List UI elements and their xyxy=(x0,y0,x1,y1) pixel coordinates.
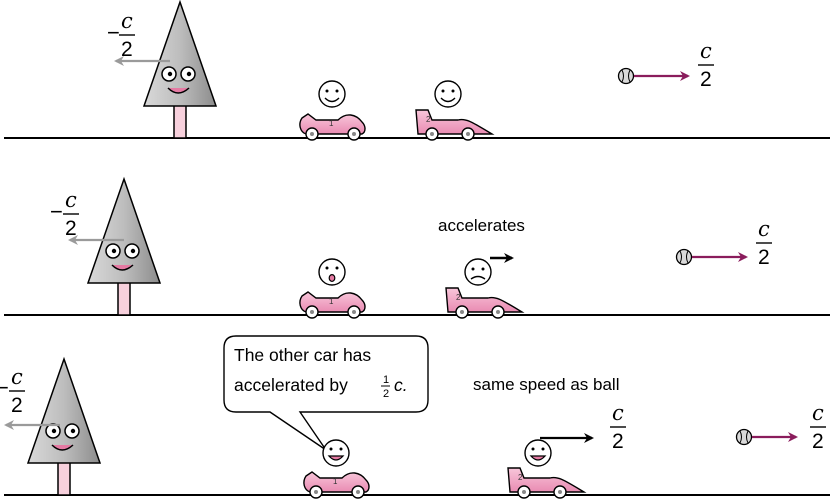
car-1: 1 xyxy=(300,259,365,318)
car-number: 1 xyxy=(329,119,334,128)
driver-head-surprised xyxy=(319,259,345,285)
tree-velocity-label: − c 2 xyxy=(107,9,135,61)
car-2: 2 xyxy=(508,440,584,498)
fraction-denominator: 2 xyxy=(121,38,133,61)
car-number: 1 xyxy=(333,477,338,486)
baseball xyxy=(737,430,752,445)
car-1: 1 xyxy=(300,81,365,140)
fraction-numerator: c xyxy=(11,365,23,389)
bubble-line-2: accelerated by xyxy=(234,375,348,395)
minus-sign: − xyxy=(107,20,120,45)
fraction-numerator: c xyxy=(758,217,770,241)
driver-head xyxy=(435,81,461,107)
panel-3: − c 2 The other car has accelerated by 1… xyxy=(0,336,830,498)
baseball xyxy=(619,69,634,84)
fraction-numerator: c xyxy=(612,401,624,425)
fraction-numerator: c xyxy=(812,401,824,425)
ball-velocity-label: c 2 xyxy=(810,401,826,453)
driver-head-happy xyxy=(323,440,349,466)
fraction-denominator: 2 xyxy=(700,68,712,91)
car-number: 2 xyxy=(456,293,461,302)
car-2: 2 xyxy=(416,81,492,140)
minus-sign: − xyxy=(50,199,63,224)
fraction-denominator: 2 xyxy=(758,246,770,269)
car-2: 2 xyxy=(446,259,522,318)
fraction-numerator: c xyxy=(700,39,712,63)
same-speed-label: same speed as ball xyxy=(473,375,619,394)
fraction-denominator: 2 xyxy=(11,394,23,417)
tree xyxy=(144,2,216,138)
bubble-fraction-numerator: 1 xyxy=(383,374,389,386)
ball-velocity-label: c 2 xyxy=(698,39,714,91)
tree xyxy=(28,359,100,495)
panel-1: − c 2 1 2 xyxy=(4,2,830,140)
fraction-denominator: 2 xyxy=(612,430,624,453)
tree xyxy=(88,179,160,315)
car-number: 2 xyxy=(518,473,523,482)
bubble-line-2-prefix: accelerated by xyxy=(234,375,348,395)
driver-head-happy xyxy=(525,440,551,466)
bubble-line-2-suffix: c. xyxy=(394,375,408,395)
tree-velocity-label: − c 2 xyxy=(50,188,79,240)
fraction-denominator: 2 xyxy=(812,430,824,453)
panel-2: − c 2 1 accelerates 2 xyxy=(4,179,830,318)
minus-sign: − xyxy=(0,375,9,400)
fraction-numerator: c xyxy=(121,9,133,33)
ball-velocity-label: c 2 xyxy=(756,217,772,269)
bubble-line-1: The other car has xyxy=(234,345,371,365)
driver-head xyxy=(319,81,345,107)
driver-head-strained xyxy=(465,259,491,285)
fraction-numerator: c xyxy=(65,188,77,212)
tree-velocity-label: − c 2 xyxy=(0,365,25,417)
car-2-velocity-label: c 2 xyxy=(610,401,626,453)
car-1: 1 xyxy=(304,440,369,498)
accelerates-label: accelerates xyxy=(438,216,525,235)
car-number: 1 xyxy=(329,297,334,306)
speech-bubble: The other car has accelerated by 1 2 c. xyxy=(224,336,428,450)
fraction-denominator: 2 xyxy=(65,217,77,240)
baseball xyxy=(677,250,692,265)
bubble-fraction-denominator: 2 xyxy=(383,388,389,400)
car-number: 2 xyxy=(426,115,431,124)
